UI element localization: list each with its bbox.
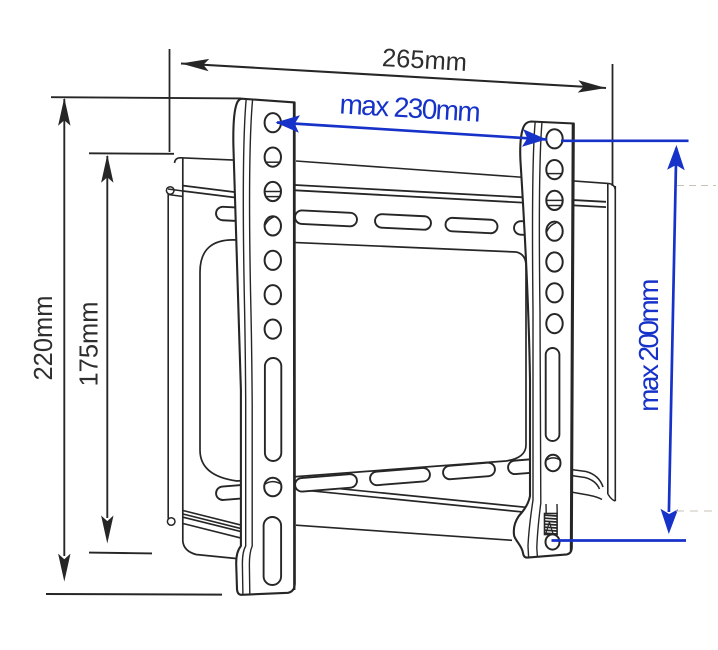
svg-text:220mm: 220mm <box>30 295 58 380</box>
svg-text:max 200mm: max 200mm <box>633 280 664 412</box>
svg-text:265mm: 265mm <box>381 44 468 77</box>
svg-text:175mm: 175mm <box>76 301 104 386</box>
